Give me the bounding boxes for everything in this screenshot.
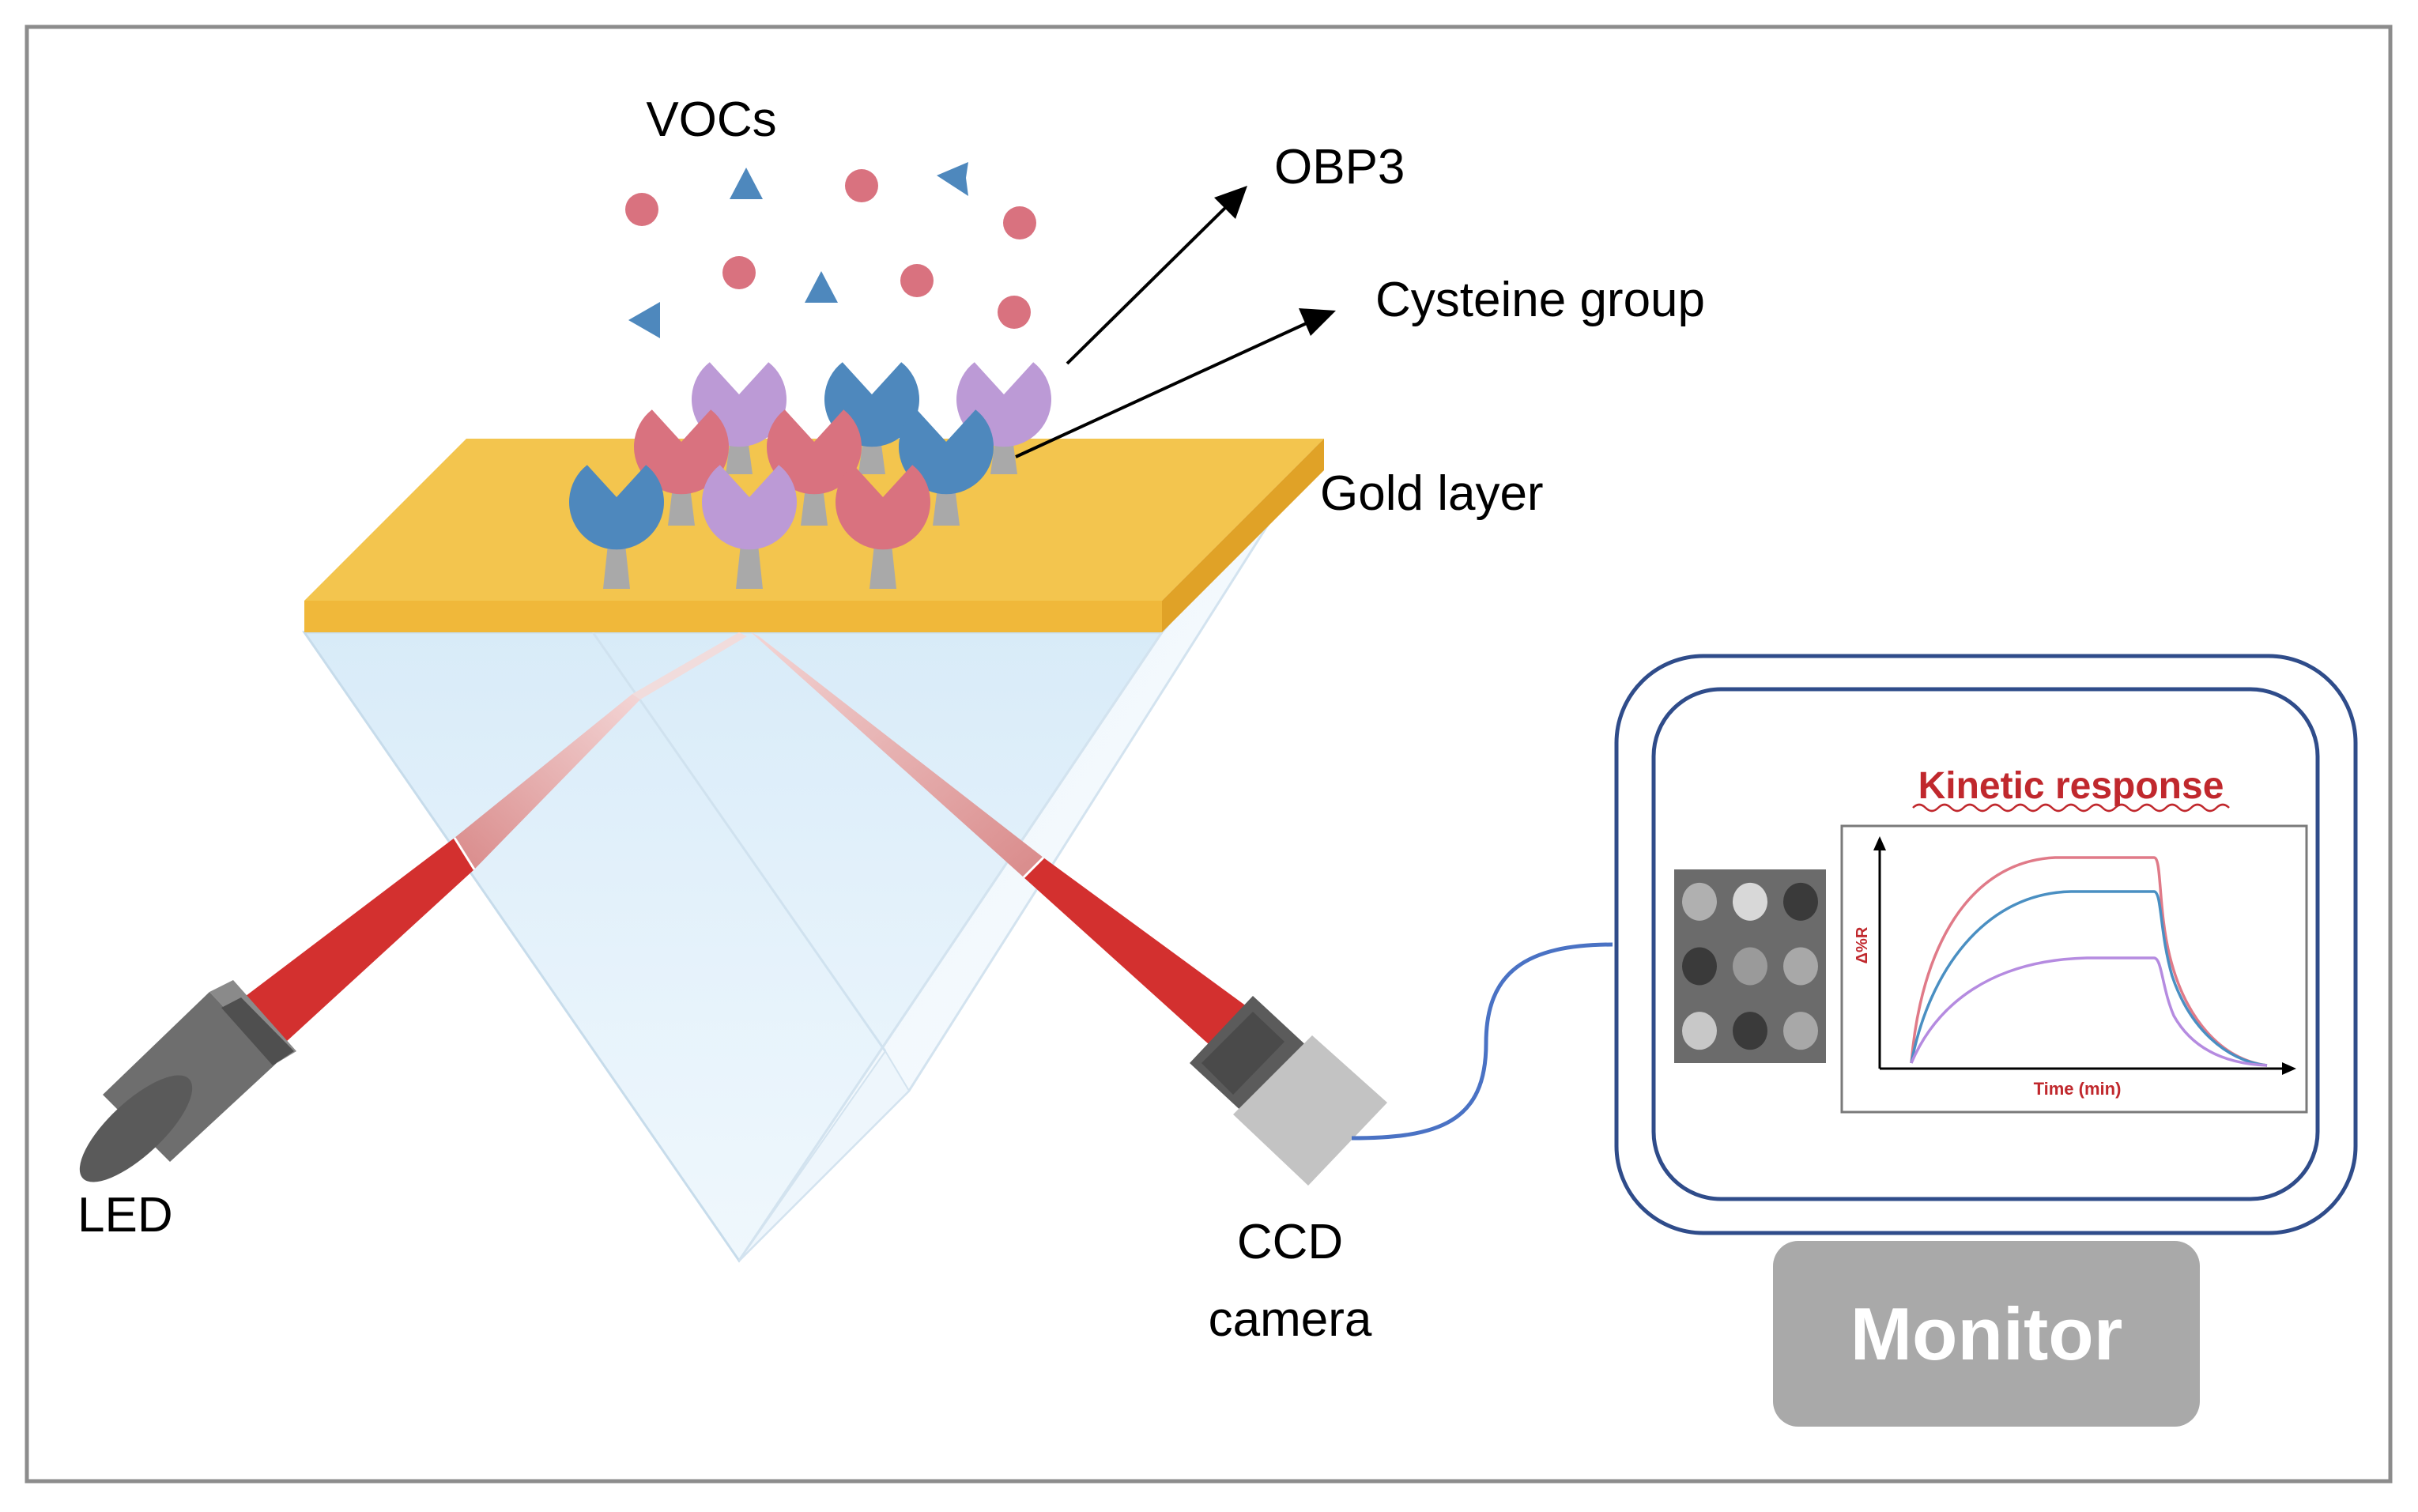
voc-circle xyxy=(845,169,878,202)
monitor-cable xyxy=(1351,942,1613,1141)
voc-circle xyxy=(625,193,658,226)
receptor-pink xyxy=(634,409,729,526)
incident-beam-faded xyxy=(455,694,640,869)
reflected-beam-faded xyxy=(751,632,1043,877)
sensor-spot xyxy=(1783,947,1818,986)
sensor-spot xyxy=(1733,1012,1767,1050)
incident-beam xyxy=(223,838,474,1059)
voc-circle xyxy=(900,264,934,297)
reflected-beam xyxy=(1024,858,1265,1059)
annotation-arrows xyxy=(1015,186,1336,458)
obp3-arrowhead xyxy=(1214,186,1247,219)
sensor-spot xyxy=(1733,882,1767,921)
voc-molecules xyxy=(625,162,1036,338)
sensor-array-spots xyxy=(1682,882,1818,1050)
receptor-pink xyxy=(836,465,931,589)
chart-title: Kinetic response xyxy=(1918,765,2224,807)
receptor-purple xyxy=(702,465,797,589)
cysteine-group-label: Cysteine group xyxy=(1375,273,1705,327)
sensor-spot xyxy=(1733,947,1767,986)
chart-title-underline xyxy=(1912,803,2230,813)
curve-pink xyxy=(1910,856,2268,1067)
curve-blue xyxy=(1910,890,2268,1067)
sensor-spot xyxy=(1682,947,1717,986)
ccd-label-line2: camera xyxy=(1209,1292,1372,1347)
vocs-label: VOCs xyxy=(646,92,776,147)
chart-y-label: Δ%R xyxy=(1854,926,1871,963)
ccd-label-line1: CCD xyxy=(1237,1215,1343,1269)
light-beams xyxy=(223,632,1265,1059)
voc-triangle xyxy=(805,271,838,303)
led-label: LED xyxy=(77,1188,173,1242)
monitor: Monitor Kinetic response Time (min) Δ%R xyxy=(1614,654,2358,1427)
voc-triangle xyxy=(730,168,763,199)
obp3-label: OBP3 xyxy=(1274,140,1405,194)
sensor-spot xyxy=(1783,882,1818,921)
receptor-layer xyxy=(569,362,1051,589)
voc-triangle xyxy=(628,302,660,338)
receptor-pink xyxy=(767,409,862,526)
sensor-spot xyxy=(1682,882,1717,921)
monitor-label: Monitor xyxy=(1850,1292,2123,1375)
sensor-spot xyxy=(1783,1012,1818,1050)
voc-circle xyxy=(998,296,1031,329)
ccd-camera xyxy=(1190,996,1387,1186)
voc-triangle xyxy=(937,162,968,196)
receptor-blue xyxy=(569,465,664,589)
receptor-blue xyxy=(899,409,994,526)
curve-purple xyxy=(1910,956,2268,1067)
monitor-base xyxy=(1773,1241,2200,1427)
voc-circle xyxy=(1003,206,1036,239)
chart-frame xyxy=(1840,824,2308,1114)
gold-layer-label: Gold layer xyxy=(1320,466,1544,521)
led-source xyxy=(79,980,296,1182)
chart-x-label: Time (min) xyxy=(2034,1079,2122,1099)
sensor-spot xyxy=(1682,1012,1717,1050)
voc-circle xyxy=(722,256,756,289)
cysteine-arrowhead xyxy=(1299,308,1336,336)
